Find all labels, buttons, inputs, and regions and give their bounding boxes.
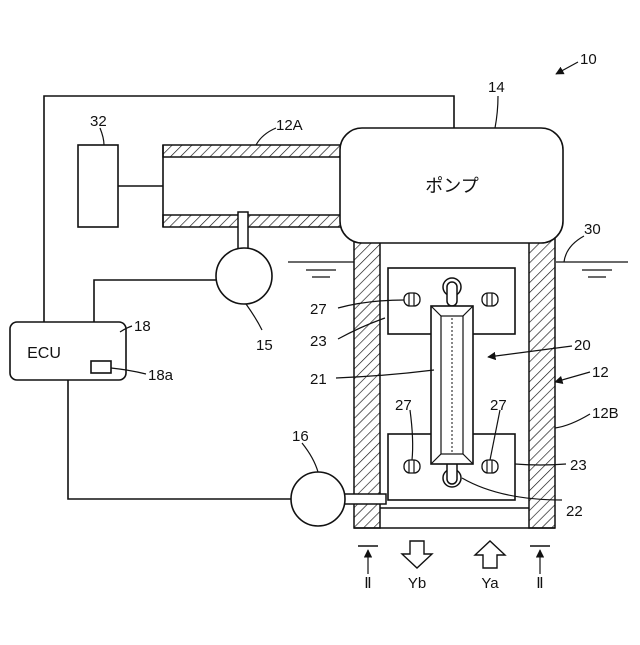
- label-18a: 18a: [148, 367, 174, 384]
- ecu-module-18a: [91, 361, 111, 373]
- cartridge-21: [431, 306, 473, 464]
- label-32: 32: [90, 113, 107, 130]
- label-12: 12: [592, 364, 609, 381]
- flow-arrow-yb: [402, 541, 432, 568]
- label-14: 14: [488, 79, 505, 96]
- label-10: 10: [580, 51, 597, 68]
- section-markers: [358, 546, 550, 574]
- label-22: 22: [566, 503, 583, 520]
- section-label-right: Ⅱ: [536, 575, 543, 592]
- label-12A: 12A: [276, 117, 303, 134]
- label-20: 20: [574, 337, 591, 354]
- ecu-to-sensor15-wire: [94, 280, 220, 322]
- label-23-lower: 23: [570, 457, 587, 474]
- label-23-upper: 23: [310, 333, 327, 350]
- label-27-lower-right: 27: [490, 397, 507, 414]
- label-yb: Yb: [408, 575, 426, 592]
- pump-label: ポンプ: [425, 176, 478, 196]
- label-27-lower-left: 27: [395, 397, 412, 414]
- label-18: 18: [134, 318, 151, 335]
- label-27-upper: 27: [310, 301, 327, 318]
- ecu-to-valve16-wire: [68, 380, 294, 499]
- ecu-label: ECU: [27, 345, 61, 362]
- label-12B: 12B: [592, 405, 619, 422]
- label-30: 30: [584, 221, 601, 238]
- section-label-left: Ⅱ: [364, 575, 371, 592]
- label-15: 15: [256, 337, 273, 354]
- pipe-12A: [163, 145, 347, 227]
- label-ya: Ya: [481, 575, 499, 592]
- device-32: [78, 145, 118, 227]
- flow-arrow-ya: [475, 541, 505, 568]
- label-16: 16: [292, 428, 309, 445]
- label-21: 21: [310, 371, 327, 388]
